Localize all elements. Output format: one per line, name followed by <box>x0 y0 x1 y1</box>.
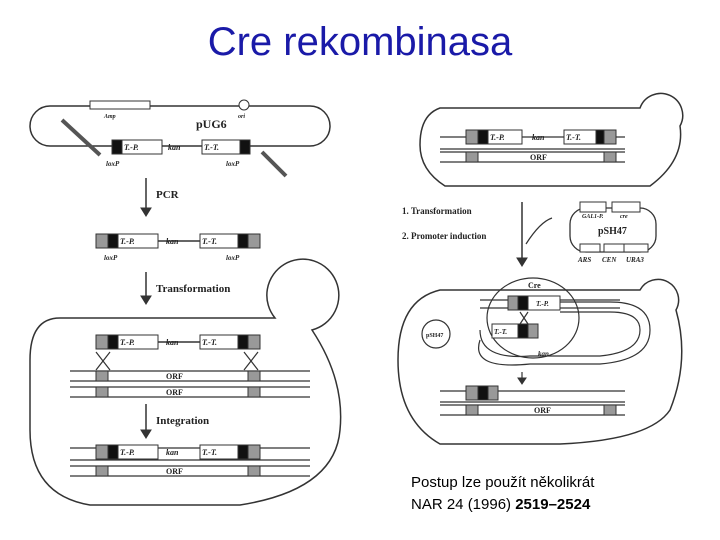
loxp-label: loxP <box>104 254 118 262</box>
step-induction-label: 2. Promoter induction <box>402 231 486 241</box>
tt-label: T.-T. <box>202 338 217 347</box>
kan-label: kan <box>168 143 181 152</box>
tp-label: T.-P. <box>490 133 505 142</box>
tt-label: T.-T. <box>494 328 507 336</box>
cre-gene-label: cre <box>620 214 628 220</box>
caption: Postup lze použít několikrát NAR 24 (199… <box>411 472 711 516</box>
orf-label: ORF <box>530 153 547 162</box>
loxp-marker <box>107 233 119 249</box>
orf-label: ORF <box>166 388 183 397</box>
ori-label: ori <box>238 114 245 120</box>
kan-label: kan <box>532 133 545 142</box>
loxp-label: loxP <box>106 160 120 168</box>
cen-label: CEN <box>602 256 617 264</box>
kan-label: kan <box>538 350 549 358</box>
loxp-label: loxP <box>226 254 240 262</box>
primer-arrow <box>60 118 102 157</box>
ars-label: ARS <box>577 256 591 264</box>
tp-label: T.-P. <box>536 300 549 308</box>
psh47-label: pSH47 <box>598 226 627 237</box>
primer-arrow <box>260 150 288 178</box>
left-panel <box>29 99 342 506</box>
tp-label: T.-P. <box>120 338 135 347</box>
pug6-plasmid <box>29 105 331 147</box>
homology-block <box>247 233 261 249</box>
yeast-cell-top <box>419 92 684 187</box>
homology-block <box>95 334 109 350</box>
citation-pages: 2519–2524 <box>515 496 591 513</box>
caption-line-2: NAR 24 (1996) 2519–2524 <box>411 494 711 516</box>
orf-label: ORF <box>166 467 183 476</box>
amp-label: Amp <box>103 114 116 120</box>
tp-box <box>117 233 159 249</box>
pug6-label: pUG6 <box>196 117 227 131</box>
orf-label: ORF <box>166 372 183 381</box>
kan-label: kan <box>166 237 179 246</box>
step-integration-label: Integration <box>156 415 209 427</box>
orf-label: ORF <box>534 406 551 415</box>
loxp-marker <box>111 139 123 155</box>
caption-line-1: Postup lze použít několikrát <box>411 474 595 491</box>
right-panel <box>397 92 684 445</box>
tt-label: T.-T. <box>204 143 219 152</box>
homology-block <box>95 233 109 249</box>
kan-label: kan <box>166 448 179 457</box>
slide-title: Cre rekombinasa <box>207 20 513 64</box>
cre-protein-label: Cre <box>528 281 541 290</box>
loxp-marker <box>239 139 251 155</box>
cre-circle <box>486 277 580 359</box>
tt-label: T.-T. <box>202 448 217 457</box>
psh47-small-circle <box>421 319 451 349</box>
ori-circle <box>238 99 250 111</box>
tp-label: T.-P. <box>120 237 135 246</box>
tp-label: T.-P. <box>124 143 139 152</box>
kan-label: kan <box>166 338 179 347</box>
gal-label: GAL1-P. <box>582 214 604 220</box>
yeast-cell-bottom <box>397 278 683 445</box>
loxp-label: loxP <box>226 160 240 168</box>
ura3-label: URA3 <box>626 256 644 264</box>
arrow-head <box>140 207 152 217</box>
step-transformation-label: 1. Transformation <box>402 206 472 216</box>
tp-label: T.-P. <box>120 448 135 457</box>
tt-label: T.-T. <box>202 237 217 246</box>
amp-gene-box <box>89 100 151 110</box>
psh47-small-label: pSH47 <box>426 333 443 339</box>
arrow-head <box>140 295 152 305</box>
step-transformation-label: Transformation <box>156 283 230 295</box>
yeast-cell-left <box>29 258 342 506</box>
citation-prefix: NAR 24 (1996) <box>411 496 516 513</box>
loxp-marker <box>237 233 249 249</box>
step-pcr-label: PCR <box>156 189 180 201</box>
tp-box <box>121 139 163 155</box>
tt-label: T.-T. <box>566 133 581 142</box>
